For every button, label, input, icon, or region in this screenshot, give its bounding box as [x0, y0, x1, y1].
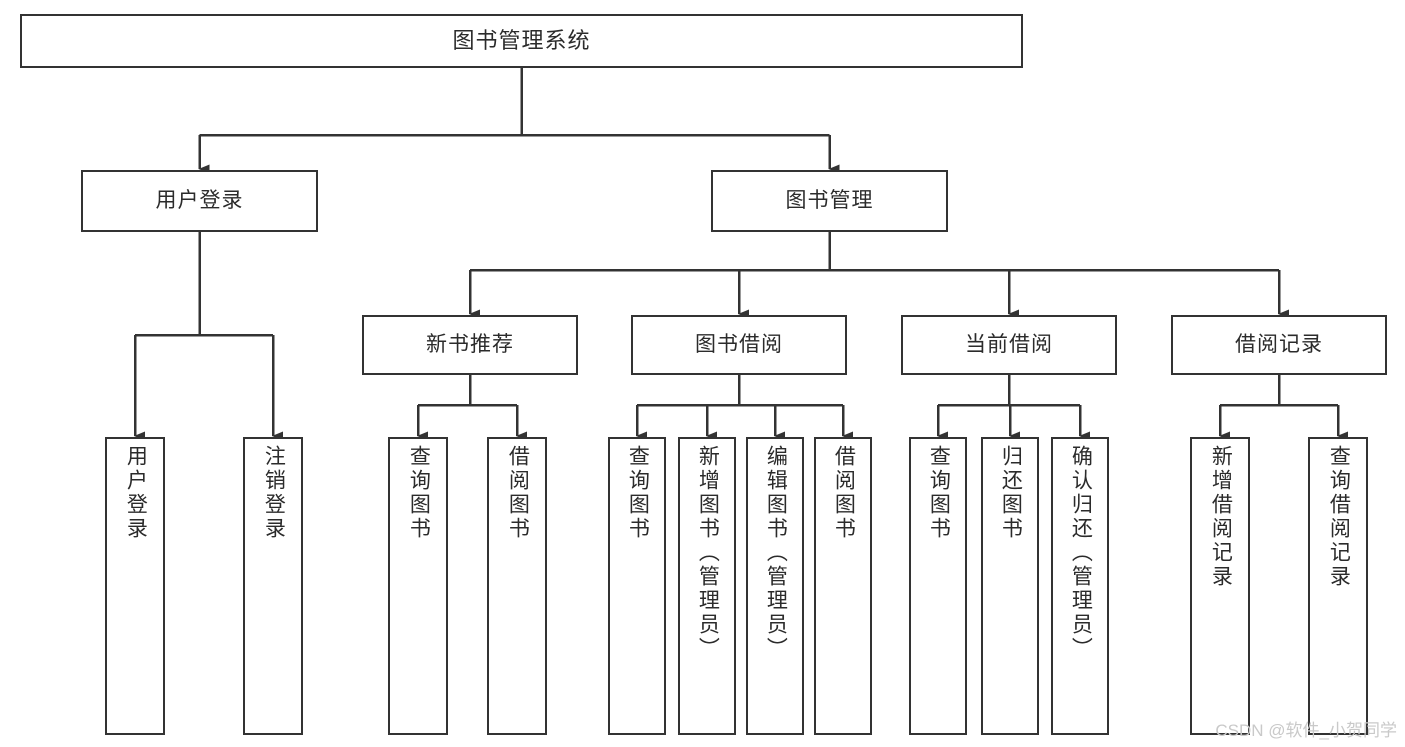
node-borrow-record[interactable]: 借阅记录: [1171, 315, 1387, 375]
node-label: 归还图书: [999, 445, 1023, 541]
node-label: 新增图书（管理员）: [696, 445, 720, 661]
node-label: 图书管理系统: [452, 28, 591, 54]
node-label: 查询借阅记录: [1327, 445, 1351, 589]
node-leaf-query-book-current[interactable]: 查询图书: [909, 437, 967, 735]
node-label: 确认归还（管理员）: [1069, 445, 1093, 661]
node-label: 查询图书: [626, 445, 650, 541]
node-leaf-add-book[interactable]: 新增图书（管理员）: [678, 437, 736, 735]
node-label: 编辑图书（管理员）: [764, 445, 788, 661]
node-label: 新书推荐: [426, 332, 514, 356]
node-book-manage[interactable]: 图书管理: [711, 170, 948, 232]
node-label: 借阅图书: [506, 445, 530, 541]
node-leaf-return-book[interactable]: 归还图书: [981, 437, 1039, 735]
node-label: 新增借阅记录: [1209, 445, 1233, 589]
node-leaf-query-book-borrow[interactable]: 查询图书: [608, 437, 666, 735]
node-label: 借阅图书: [832, 445, 856, 541]
node-leaf-query-record[interactable]: 查询借阅记录: [1308, 437, 1368, 735]
node-user-login[interactable]: 用户登录: [81, 170, 318, 232]
node-leaf-borrow-book[interactable]: 借阅图书: [814, 437, 872, 735]
node-leaf-query-book-recommend[interactable]: 查询图书: [388, 437, 448, 735]
node-label: 借阅记录: [1235, 332, 1323, 356]
node-leaf-logout[interactable]: 注销登录: [243, 437, 303, 735]
node-label: 图书管理: [785, 188, 874, 212]
node-current-borrow[interactable]: 当前借阅: [901, 315, 1117, 375]
node-leaf-edit-book[interactable]: 编辑图书（管理员）: [746, 437, 804, 735]
node-label: 查询图书: [927, 445, 951, 541]
node-leaf-user-login[interactable]: 用户登录: [105, 437, 165, 735]
node-label: 注销登录: [262, 445, 286, 541]
node-label: 用户登录: [124, 445, 148, 541]
node-book-borrow[interactable]: 图书借阅: [631, 315, 847, 375]
node-label: 查询图书: [407, 445, 431, 541]
node-label: 图书借阅: [695, 332, 783, 356]
node-leaf-add-record[interactable]: 新增借阅记录: [1190, 437, 1250, 735]
node-label: 当前借阅: [965, 332, 1053, 356]
node-new-book-recommend[interactable]: 新书推荐: [362, 315, 578, 375]
node-leaf-confirm-return[interactable]: 确认归还（管理员）: [1051, 437, 1109, 735]
node-label: 用户登录: [155, 188, 244, 212]
node-leaf-borrow-book-recommend[interactable]: 借阅图书: [487, 437, 547, 735]
node-root-system[interactable]: 图书管理系统: [20, 14, 1023, 68]
